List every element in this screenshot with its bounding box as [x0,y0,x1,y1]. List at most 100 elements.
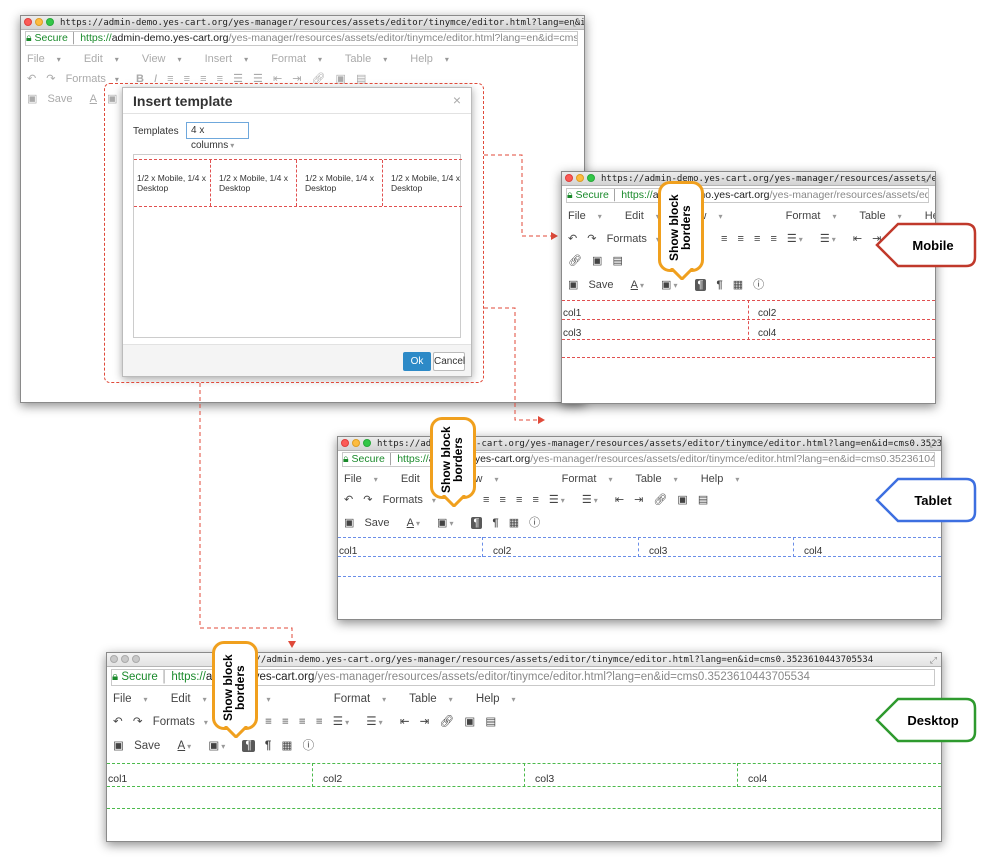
save-button[interactable]: ▣ Save [27,93,73,105]
minimize-icon[interactable] [35,18,43,26]
menu-table[interactable]: Table▾ [635,473,678,485]
align-right-icon[interactable]: ≡ [753,233,761,245]
justify-icon[interactable]: ≡ [532,494,539,506]
undo-icon[interactable]: ↶ [113,716,123,728]
align-right-icon[interactable]: ≡ [515,494,523,506]
menu-format[interactable]: Format▾ [785,210,837,222]
image-icon[interactable]: ▣ [335,73,346,85]
link-icon[interactable]: 🔗︎ [311,73,326,85]
bg-color-icon[interactable]: ▣▾ [437,517,454,529]
link-icon[interactable]: 🔗︎ [653,494,668,506]
show-blocks-button[interactable]: ¶ [694,279,707,291]
desktop-content[interactable]: col1 col2 col3 col4 [107,763,941,811]
menu-help[interactable]: Help▾ [700,473,740,485]
menu-file[interactable]: File▾ [27,53,61,65]
address-bar[interactable]: 🔒︎ Secure │ https://admin-demo.yes-cart.… [566,188,929,203]
close-icon[interactable] [565,174,573,182]
dialog-close-icon[interactable]: × [452,92,461,108]
align-center-icon[interactable]: ≡ [737,233,744,245]
indent-icon[interactable]: ⇥ [419,716,430,728]
cancel-button[interactable]: Cancel [433,352,465,371]
image-icon[interactable]: ▣ [592,255,603,267]
bullet-list-icon[interactable]: ☰▾ [548,494,565,506]
indent-icon[interactable]: ⇥ [292,73,302,85]
justify-icon[interactable]: ≡ [770,233,777,245]
minimize-icon[interactable] [576,174,584,182]
template-icon[interactable]: ▦ [508,517,520,529]
numbered-list-icon[interactable]: ☰▾ [819,233,836,245]
template-icon[interactable]: ▦ [281,740,293,752]
close-icon[interactable] [341,439,349,447]
undo-icon[interactable]: ↶ [27,73,37,85]
undo-icon[interactable]: ↶ [344,494,354,506]
align-left-icon[interactable]: ≡ [482,494,490,506]
indent-icon[interactable]: ⇥ [872,233,882,245]
tablet-content[interactable]: col1 col2 col3 col4 [338,537,941,581]
menu-view[interactable]: View▾ [141,53,182,65]
link-icon[interactable]: 🔗︎ [439,716,455,728]
template-icon[interactable]: ▦ [732,279,744,291]
help-icon[interactable]: ⓘ [753,279,765,291]
numbered-list-icon[interactable]: ☰ [253,73,263,85]
menu-format[interactable]: Format▾ [271,53,323,65]
zoom-icon[interactable] [363,439,371,447]
menu-table[interactable]: Table▾ [409,693,453,705]
save-button[interactable]: ▣ Save [344,517,390,529]
redo-icon[interactable]: ↷ [46,73,56,85]
fullscreen-icon[interactable]: ⤢ [929,440,937,450]
outdent-icon[interactable]: ⇤ [399,716,410,728]
show-invisibles-icon[interactable]: ¶ [264,740,272,752]
text-color-icon[interactable]: A▾ [177,740,192,752]
media-icon[interactable]: ▤ [485,716,497,728]
media-icon[interactable]: ▤ [612,255,623,267]
menu-file[interactable]: File▾ [344,473,378,485]
text-color-icon[interactable]: A▾ [630,279,644,291]
image-icon[interactable]: ▣ [464,716,476,728]
address-bar[interactable]: 🔒︎ Secure │ https://adr.yes-cart.org/yes… [342,452,935,467]
bullet-list-icon[interactable]: ☰▾ [786,233,803,245]
menu-file[interactable]: File▾ [568,210,602,222]
bullet-list-icon[interactable]: ☰▾ [332,716,350,728]
show-invisibles-icon[interactable]: ¶ [492,517,499,529]
media-icon[interactable]: ▤ [697,494,709,506]
mobile-content[interactable]: col1 col2 col3 col4 [562,300,935,362]
formats-dropdown[interactable]: Formats▾ [152,716,208,728]
indent-icon[interactable]: ⇥ [634,494,644,506]
outdent-icon[interactable]: ⇤ [272,73,283,85]
close-icon[interactable] [24,18,32,26]
outdent-icon[interactable]: ⇤ [852,233,863,245]
fullscreen-icon[interactable]: ⤢ [923,175,931,185]
menu-table[interactable]: Table▾ [859,210,902,222]
justify-icon[interactable]: ≡ [216,73,223,85]
menu-format[interactable]: Format▾ [561,473,613,485]
undo-icon[interactable]: ↶ [568,233,578,245]
minimize-icon[interactable] [121,655,129,663]
align-center-icon[interactable]: ≡ [499,494,506,506]
formats-dropdown[interactable]: Formats▾ [65,73,119,85]
menu-help[interactable]: Help▾ [410,53,449,65]
address-bar[interactable]: 🔒︎ Secure │ https://adr.yes-cart.org/yes… [111,669,935,686]
menu-edit[interactable]: Edit▾ [624,210,660,222]
bg-color-icon[interactable]: ▣▾ [208,740,226,752]
link-icon[interactable]: 🔗︎ [568,255,582,267]
bold-icon[interactable]: B [135,73,144,85]
address-bar[interactable]: 🔒︎ Secure │ https://admin-demo.yes-cart.… [25,31,578,46]
redo-icon[interactable]: ↷ [132,716,143,728]
zoom-icon[interactable] [46,18,54,26]
bullet-list-icon[interactable]: ☰ [233,73,243,85]
menu-table[interactable]: Table▾ [344,53,388,65]
bg-color-icon[interactable]: ▣▾ [661,279,678,291]
align-right-icon[interactable]: ≡ [298,716,306,728]
image-icon[interactable]: ▣ [677,494,688,506]
outdent-icon[interactable]: ⇤ [614,494,625,506]
menu-file[interactable]: File▾ [113,693,148,705]
align-right-icon[interactable]: ≡ [200,73,207,85]
help-icon[interactable]: ⓘ [302,740,315,752]
save-button[interactable]: ▣ Save [113,740,161,752]
menu-help[interactable]: Help▾ [475,693,516,705]
fullscreen-icon[interactable]: ⤢ [572,19,580,29]
show-invisibles-icon[interactable]: ¶ [716,279,723,291]
ok-button[interactable]: Ok [403,352,431,371]
numbered-list-icon[interactable]: ☰▾ [366,716,383,728]
fullscreen-icon[interactable]: ⤢ [929,656,937,666]
